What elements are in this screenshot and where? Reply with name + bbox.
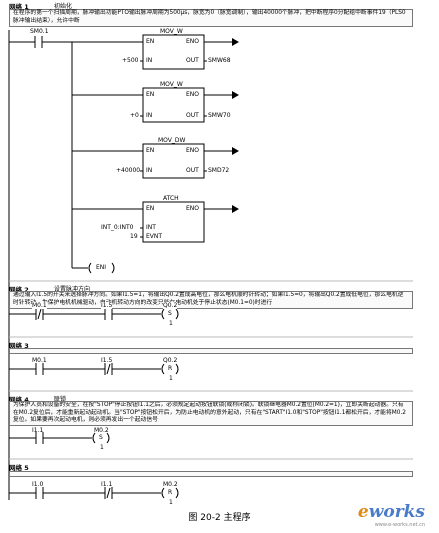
block-3-name: MOV_DW [158, 137, 186, 144]
network-2-subtitle: 设置脉冲方向 [54, 286, 91, 293]
block-3-in-label: IN [146, 167, 153, 174]
network-2-contact-1: M0.1 [32, 302, 47, 309]
block-2-in-value: +0 [130, 112, 139, 119]
network-3-contact-2: I1.5 [101, 357, 113, 364]
block-4-int-label: INT [146, 224, 156, 231]
network-3-contact-1: M0.1 [32, 357, 47, 364]
network-5-title: 网络 5 [9, 464, 29, 472]
network-2-comment: 通过输入I1.5的开关来选择脉冲方向。如果I1.5=1，将输出Q0.2置成高电位… [9, 291, 413, 309]
network-4-subtitle: 联锁 [54, 396, 67, 403]
eworks-logo: eworks [357, 502, 425, 522]
figure-caption: 图 20-2 主程序 [188, 513, 251, 523]
network-5-contact-2: I1.1 [101, 481, 113, 488]
block-2-name: MOV_W [160, 81, 183, 88]
block-1-eno: ENO [186, 38, 200, 45]
network-4-title: 网络 4 [9, 396, 29, 404]
eworks-logo-url: www.e-works.net.cn [374, 522, 425, 528]
network-3-title: 网络 3 [9, 342, 29, 350]
block-3-out-value: SMD72 [208, 167, 230, 174]
network-4-coil-type: S [99, 434, 103, 441]
network-1-title: 网络 1 [9, 3, 29, 11]
block-4-name: ATCH [163, 195, 179, 202]
block-1-out-value: SMW68 [208, 57, 231, 64]
network-3-coil: Q0.2 [163, 357, 178, 364]
network-3-coil-n: 1 [169, 375, 173, 382]
network-5-contact-1: I1.0 [32, 481, 44, 488]
network-1-subtitle: 初始化 [54, 3, 73, 10]
network-4-comment: 为保护人员和设备的安全，在按"STOP"停止按钮I1.1之后，必须规定起动按钮联… [9, 401, 413, 426]
block-4-int-value: INT_0:INT0 [101, 224, 134, 231]
block-2-out-value: SMW70 [208, 112, 231, 119]
network-5-coil-type: R [168, 489, 173, 496]
block-2-out-label: OUT [186, 112, 199, 119]
block-1-name: MOV_W [160, 28, 183, 35]
block-3-out-label: OUT [186, 167, 199, 174]
block-2-en: EN [146, 91, 155, 98]
block-1-en: EN [146, 38, 155, 45]
network-3-comment-bar [9, 348, 413, 354]
network-5-comment-bar [9, 471, 413, 477]
contact-sm0-1: SM0.1 [30, 28, 49, 35]
block-4-evnt-value: 19 [130, 233, 138, 240]
network-4-coil: M0.2 [94, 427, 109, 434]
block-4-evnt-label: EVNT [146, 233, 163, 240]
block-2-in-label: IN [146, 112, 153, 119]
network-4-contact: I1.1 [32, 427, 44, 434]
network-5-coil: M0.2 [163, 481, 178, 488]
network-2-contact-2: I1.5 [101, 302, 113, 309]
block-4-eno: ENO [186, 205, 200, 212]
block-3-eno: ENO [186, 147, 200, 154]
network-5-coil-n: 1 [169, 499, 173, 506]
network-2-coil-n: 1 [169, 320, 173, 327]
network-2-title: 网络 2 [9, 286, 29, 294]
block-3-in-value: +40000 [116, 167, 141, 174]
network-4-coil-n: 1 [100, 444, 104, 451]
block-1-in-value: +500 [122, 57, 139, 64]
block-1-in-label: IN [146, 57, 153, 64]
network-3-coil-type: R [168, 365, 173, 372]
eni-coil: ENI [96, 264, 107, 271]
block-2-eno: ENO [186, 91, 200, 98]
network-1-comment: 在程序的第一个扫描周期，脉冲输出功能PTO输出脉冲周期为500μs，脉宽为0（脉… [9, 9, 413, 27]
block-3-en: EN [146, 147, 155, 154]
network-2-coil-type: S [168, 310, 172, 317]
block-4-en: EN [146, 205, 155, 212]
block-1-out-label: OUT [186, 57, 199, 64]
network-2-coil: Q0.2 [163, 302, 178, 309]
